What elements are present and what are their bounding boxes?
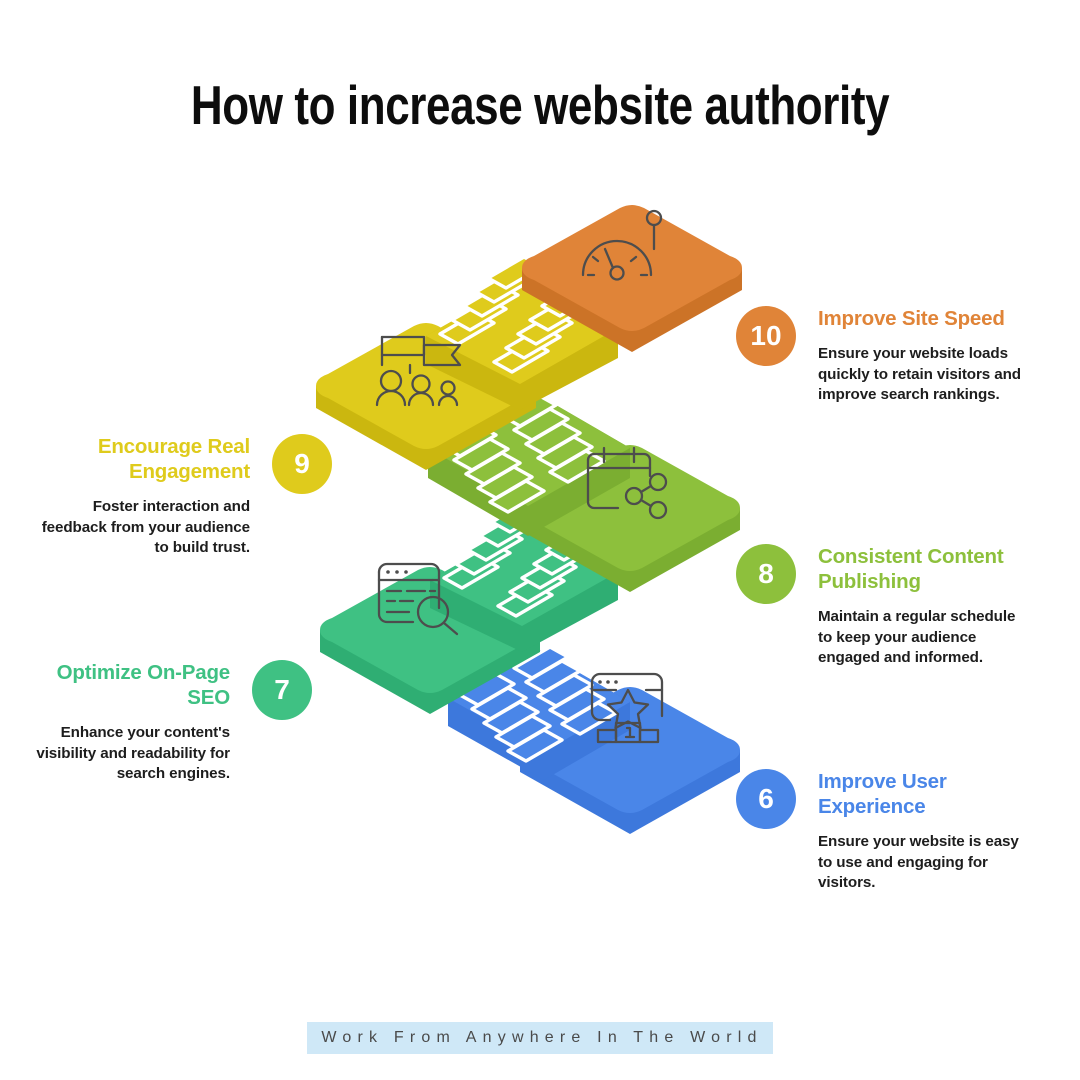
step-heading-9: Encourage Real Engagement [97,435,250,483]
footer-tagline: Work From Anywhere In The World [307,1022,773,1054]
step-item-8: 8 Consistent Content Publishing Maintain… [736,544,1028,669]
step-item-10: 10 Improve Site Speed Ensure your websit… [736,306,1028,406]
step-text-8: Consistent Content Publishing Maintain a… [818,544,1028,669]
step-body-10: Ensure your website loads quickly to ret… [818,345,1021,403]
step-text-10: Improve Site Speed Ensure your website l… [818,306,1028,406]
step-badge-6: 6 [736,769,796,829]
page-title: How to increase website authority [190,74,890,136]
step-body-8: Maintain a regular schedule to keep your… [818,608,1016,666]
people-flag-icon [374,331,472,407]
step-heading-8: Consistent Content Publishing [818,545,1004,593]
calendar-share-icon [582,444,672,522]
step-number-6: 6 [758,783,774,814]
step-number-10: 10 [750,320,782,351]
speedometer-icon [573,205,669,287]
browser-award-podium-icon [584,668,676,746]
step-text-6: Improve User Experience Ensure your webs… [818,769,1028,894]
step-badge-8: 8 [736,544,796,604]
step-number-9: 9 [294,448,310,479]
step-heading-10: Improve Site Speed [818,307,1005,330]
step-text-7: Optimize On-Page SEO Enhance your conten… [20,660,230,785]
step-heading-7: Optimize On-Page SEO [56,661,231,709]
step-badge-10: 10 [736,306,796,366]
step-item-9: Encourage Real Engagement Foster interac… [40,434,332,559]
step-item-6: 6 Improve User Experience Ensure your we… [736,769,1028,894]
stairs-green [428,390,630,536]
footer: Work From Anywhere In The World [0,1022,1080,1054]
browser-search-icon [373,558,465,636]
step-body-6: Ensure your website is easy to use and e… [818,833,1019,891]
platform-orange [522,205,742,352]
step-number-7: 7 [274,674,290,705]
step-number-8: 8 [758,558,774,589]
step-text-9: Encourage Real Engagement Foster interac… [40,434,251,559]
staircase-illustration [300,190,760,850]
step-item-7: Optimize On-Page SEO Enhance your conten… [20,660,312,785]
step-badge-9: 9 [272,434,332,494]
step-badge-7: 7 [252,660,312,720]
step-body-9: Foster interaction and feedback from you… [41,498,250,556]
step-body-7: Enhance your content's visibility and re… [36,724,230,782]
step-heading-6: Improve User Experience [818,770,947,818]
